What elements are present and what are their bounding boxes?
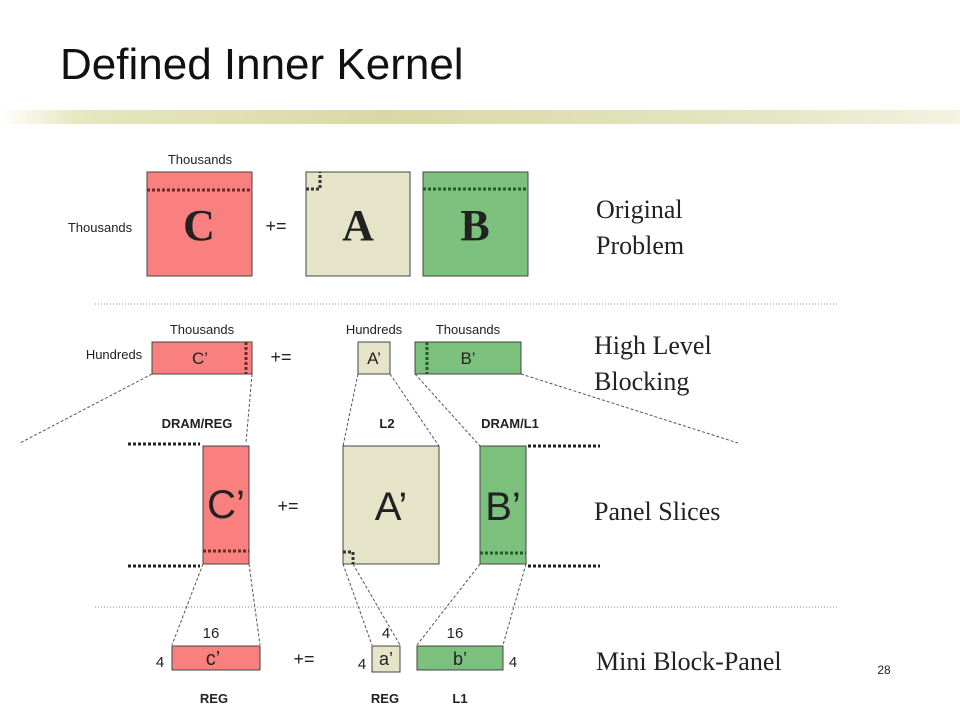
hl-op: +=	[270, 347, 291, 367]
hl-c-label: C’	[192, 349, 208, 368]
mini-c-mem: REG	[200, 691, 228, 706]
mini-a-mem: REG	[371, 691, 399, 706]
title-underline-bar	[0, 110, 960, 124]
hl-matrix-c	[151, 341, 253, 375]
slide-title: Defined Inner Kernel	[60, 40, 464, 89]
orig-dim-top: Thousands	[168, 152, 233, 167]
panel-matrix-b	[479, 445, 527, 565]
panel-b-label: B’	[485, 485, 521, 529]
mini-b-mem: L1	[452, 691, 467, 706]
panel-matrix-a	[342, 445, 440, 565]
orig-a-block-marker	[306, 172, 322, 191]
mini-c-label: c’	[206, 648, 220, 670]
orig-c-label: C	[183, 201, 215, 250]
panel-a-mem: L2	[379, 416, 394, 431]
mini-c-left: 4	[156, 654, 164, 671]
hl-a-label: A’	[367, 349, 381, 368]
mini-a-left: 4	[358, 656, 366, 673]
panel-desc: Panel Slices	[594, 497, 720, 526]
mini-matrix-a	[371, 645, 401, 673]
panel-c-label: C’	[207, 483, 245, 527]
hl-matrix-a	[357, 341, 391, 375]
panel-a-block-marker	[343, 550, 355, 564]
panel-a-label: A’	[375, 485, 408, 529]
mini-b-label: b’	[453, 649, 467, 669]
orig-desc-line1: Original	[596, 195, 683, 224]
zoom-lines-hl-to-panel	[19, 373, 739, 447]
hl-matrix-b	[414, 341, 522, 375]
panel-matrix-c	[202, 445, 250, 565]
hl-b-dim-top: Thousands	[436, 322, 501, 337]
orig-a-label: A	[342, 201, 374, 250]
panel-op: +=	[277, 496, 298, 516]
page-number: 28	[877, 663, 891, 677]
panel-c-mem: DRAM/REG	[162, 416, 233, 431]
mini-matrix-c	[171, 645, 261, 671]
hl-c-dim-top: Thousands	[170, 322, 235, 337]
orig-b-label: B	[460, 201, 489, 250]
orig-matrix-a	[305, 171, 411, 277]
mini-matrix-b	[416, 645, 504, 671]
orig-op: +=	[265, 216, 286, 236]
mini-desc: Mini Block-Panel	[596, 647, 782, 676]
orig-dim-left: Thousands	[68, 220, 133, 235]
mini-c-top: 16	[203, 625, 220, 642]
panel-b-mem: DRAM/L1	[481, 416, 539, 431]
zoom-lines-panel-to-mini	[171, 563, 527, 646]
mini-b-right: 4	[509, 654, 517, 671]
mini-a-top: 4	[382, 625, 390, 642]
hl-b-label: B’	[460, 349, 475, 368]
mini-a-label: a’	[379, 649, 393, 669]
hl-a-dim-top: Hundreds	[346, 322, 403, 337]
hl-desc-line2: Blocking	[594, 367, 689, 396]
mini-op: +=	[293, 649, 314, 669]
hl-desc-line1: High Level	[594, 331, 712, 360]
mini-b-top: 16	[447, 625, 464, 642]
orig-desc-line2: Problem	[596, 231, 684, 260]
hl-c-dim-left: Hundreds	[86, 347, 143, 362]
